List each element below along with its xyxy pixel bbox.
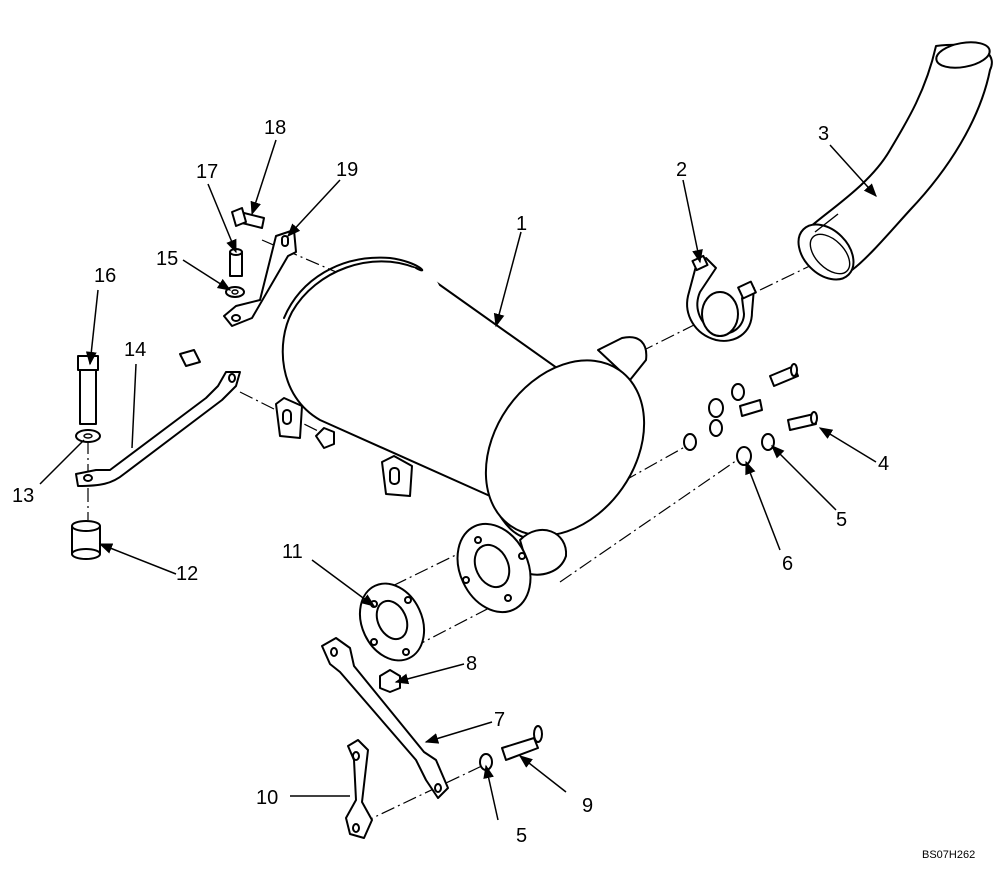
callout-18: 18	[264, 117, 286, 139]
right-hardware-group	[683, 363, 818, 466]
upper-bracket-group	[223, 207, 297, 327]
callout-4: 4	[878, 453, 889, 475]
callout-6: 6	[782, 553, 793, 575]
muffler	[275, 256, 648, 614]
callout-19: 19	[336, 159, 358, 181]
callout-3: 3	[818, 123, 829, 145]
callout-5-right: 5	[836, 509, 847, 531]
callout-13: 13	[12, 485, 34, 507]
callout-1: 1	[516, 213, 527, 235]
callout-leaders	[39, 139, 877, 821]
callout-15: 15	[156, 248, 178, 270]
callout-14: 14	[124, 339, 146, 361]
left-bracket-group	[71, 349, 241, 560]
callout-7: 7	[494, 709, 505, 731]
callout-labels: 1 2 3 4 5 6 7 8 9 10 11 12 13 14 15 16 1…	[12, 117, 975, 861]
callout-2: 2	[676, 159, 687, 181]
callout-16: 16	[94, 265, 116, 287]
callout-12: 12	[176, 563, 198, 585]
lower-bracket-group	[321, 637, 543, 839]
callout-9: 9	[582, 795, 593, 817]
exhaust-clamp	[686, 254, 757, 342]
callout-17: 17	[196, 161, 218, 183]
drawing-code: BS07H262	[922, 849, 975, 861]
callout-10: 10	[256, 787, 278, 809]
callout-5-lower: 5	[516, 825, 527, 847]
gasket	[358, 582, 426, 662]
callout-11: 11	[282, 541, 303, 563]
callout-8: 8	[466, 653, 477, 675]
tail-pipe	[797, 41, 993, 281]
